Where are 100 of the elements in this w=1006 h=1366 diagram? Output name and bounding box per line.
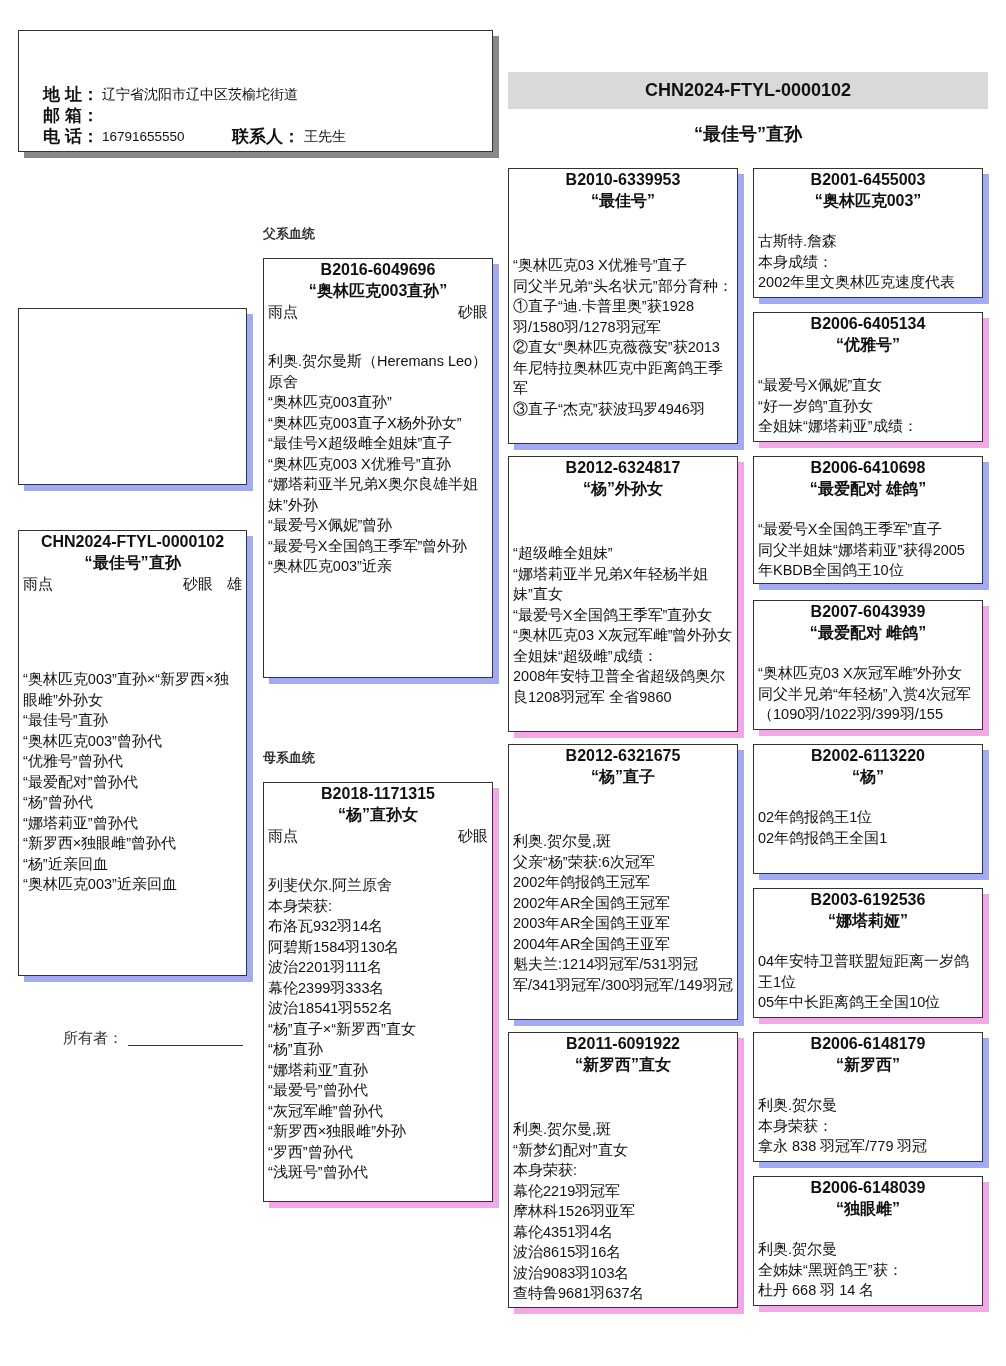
pedigree-note: “最爱配对”曾孙代 [23, 772, 139, 792]
ring-number-banner: CHN2024-FTYL-0000102 [508, 72, 988, 109]
pigeon-name: “娜塔莉娅” [827, 911, 909, 931]
pedigree-note: 利奥.贺尔曼,斑 [513, 832, 613, 851]
pedigree-note: “浅斑号”曾孙代 [268, 1163, 369, 1182]
trait-label: 雨点 [268, 302, 298, 322]
field-value: 辽宁省沈阳市辽中区茨榆坨街道 [102, 86, 298, 104]
pedigree-note: 本身成绩： [758, 252, 834, 272]
ring-number: B2018-1171315 [320, 784, 436, 804]
pigeon-name: “杨”外孙女 [582, 479, 664, 499]
pigeon-name: “最佳号” [590, 191, 656, 211]
pedigree-note: “最爱号X全国鸽王季军”直子 [758, 520, 944, 539]
ring-number: B2006-6148039 [809, 1178, 927, 1198]
pedigree-note: 2002年鸽报鸽王冠军 [513, 873, 652, 892]
pedigree-note: 全姊妹“黑斑鸽王”获： [758, 1260, 904, 1280]
trait-label: 雄 [227, 574, 242, 594]
pedigree-note: “杨”近亲回血 [23, 854, 109, 874]
pigeon-name: “最佳号”直孙 [693, 123, 804, 146]
pigeon-name: “独眼雌” [835, 1199, 901, 1219]
section-label: 父系血统 [263, 225, 315, 243]
pedigree-note: 杜丹 668 羽 14 名 [758, 1281, 876, 1300]
ring-number: B2010-6339953 [564, 170, 682, 190]
field-label: 联系人： [232, 127, 300, 147]
pedigree-note: “最爱号”曾孙代 [268, 1081, 369, 1100]
pedigree-note: 同父半姐妹“娜塔莉亚”获得2005年KBDB全国鸽王10位 [758, 540, 966, 580]
ring-number: B2002-6113220 [810, 746, 926, 766]
pedigree-note: 05年中长距离鸽王全国10位 [758, 993, 942, 1012]
pedigree-note: 02年鸽报鸽王全国1 [758, 828, 889, 848]
pedigree-note: 幕伦4351羽4名 [513, 1222, 615, 1242]
pedigree-note: “奥林匹克003直子X杨外孙女” [268, 413, 463, 433]
pedigree-note: 波治9083羽103名 [513, 1263, 631, 1283]
pigeon-name: “杨”直孙女 [337, 805, 419, 825]
pigeon-name: “奥林匹克003” [813, 191, 923, 211]
pedigree-note: 波治18541羽552名 [268, 999, 394, 1018]
pedigree-note: 利奥.贺尔曼 [758, 1096, 839, 1115]
trait-label: 砂眼 [458, 302, 488, 322]
pedigree-note: “娜塔莉亚”直孙 [268, 1060, 369, 1080]
pedigree-note: 2003年AR全国鸽王亚军 [513, 914, 672, 933]
pedigree-note: “灰冠军雌”曾孙代 [268, 1101, 384, 1121]
pedigree-note: “优雅号”曾孙代 [23, 752, 124, 771]
pedigree-note: 拿永 838 羽冠军/779 羽冠 [758, 1137, 929, 1156]
pedigree-note: ③直子“杰克”获波玛罗4946羽 [513, 399, 706, 419]
ring-number: B2007-6043939 [809, 602, 927, 622]
ring-number: B2012-6324817 [564, 458, 682, 478]
pedigree-note: 2004年AR全国鸽王亚军 [513, 934, 672, 954]
pigeon-name: “新罗西” [835, 1055, 901, 1075]
pedigree-note: “奥林匹克003”直孙×“新罗西×独眼雌”外孙女 [23, 670, 230, 710]
pedigree-note: “新罗西×独眼雌”曾孙代 [23, 834, 178, 853]
pedigree-note: 古斯特.詹森 [758, 232, 839, 251]
field-value: 王先生 [304, 128, 346, 146]
pedigree-note: 利奥.贺尔曼斯（Heremans Leo）原舍 [268, 352, 488, 392]
pedigree-note: 幕伦2399羽333名 [268, 978, 386, 998]
pedigree-note: “奥林匹克003”近亲回血 [23, 875, 178, 894]
pedigree-note: “奥林匹克003直孙” [268, 393, 393, 412]
pedigree-note: “超级雌全姐妹” [513, 544, 614, 563]
pigeon-name: “杨” [851, 767, 885, 787]
trait-label: 雨点 [23, 574, 53, 594]
pedigree-note: “最爱号X全国鸽王季军”曾外孙 [268, 536, 469, 556]
pedigree-note: 列斐伏尔.阿兰原舍 [268, 876, 394, 895]
ring-number: B2003-6192536 [809, 890, 927, 910]
ring-number: CHN2024-FTYL-0000102 [39, 532, 226, 552]
pigeon-name: “优雅号” [835, 335, 901, 355]
pedigree-note: ①直子“迪.卡普里奥”获1928羽/1580羽/1278羽冠军 [513, 297, 695, 337]
pedigree-note: 布洛瓦932羽14名 [268, 917, 385, 936]
pedigree-note: “杨”曾孙代 [23, 793, 94, 812]
field-label: 所有者： [63, 1029, 123, 1048]
pedigree-note: 利奥.贺尔曼,斑 [513, 1120, 613, 1139]
pedigree-note: “最爱号X佩妮”直女 [758, 376, 884, 395]
pedigree-note: “新梦幻配对”直女 [513, 1140, 629, 1160]
pigeon-name: “最爱配对 雄鸽” [808, 479, 928, 499]
pedigree-note: 02年鸽报鸽王1位 [758, 808, 874, 827]
pedigree-note: 2002年里文奥林匹克速度代表 [758, 273, 957, 292]
ring-number: B2006-6410698 [809, 458, 927, 478]
pedigree-note: ②直女“奥林匹克薇薇安”获2013年尼特拉奥林匹克中距离鸽王季军 [513, 338, 724, 398]
pedigree-note: 本身荣获: [513, 1161, 579, 1180]
pedigree-note: 同父半兄弟“年轻杨”入赏4次冠军（1090羽/1022羽/399羽/155 [758, 684, 972, 724]
pedigree-note: “最爱号X全国鸽王季军”直孙女 [513, 605, 714, 625]
pedigree-note: 阿碧斯1584羽130名 [268, 937, 401, 957]
pedigree-note: “好一岁鸽”直孙女 [758, 396, 874, 416]
pigeon-name: “最佳号”直孙 [83, 553, 182, 573]
pedigree-note: “奥林匹克03 X灰冠军雌”外孙女 [758, 664, 964, 683]
pedigree-note: 同父半兄弟“头名状元”部分育种： [513, 276, 733, 296]
section-label: 母系血统 [263, 749, 315, 767]
pedigree-note: “新罗西×独眼雌”外孙 [268, 1122, 408, 1141]
pedigree-note: 04年安特卫普联盟短距离一岁鸽王1位 [758, 952, 971, 992]
pedigree-note: “娜塔莉亚半兄弟X年轻杨半姐妹”直女 [513, 564, 709, 604]
pigeon-name: “杨”直子 [590, 767, 656, 787]
pedigree-note: “奥林匹克003”近亲 [268, 557, 393, 576]
pedigree-note: 全姐妹“娜塔莉亚”成绩： [758, 417, 919, 436]
ring-number: B2001-6455003 [809, 170, 927, 190]
trait-label: 雨点 [268, 826, 298, 846]
pedigree-note: 魁夫兰:1214羽冠军/531羽冠军/341羽冠军/300羽冠军/149羽冠 [513, 955, 733, 995]
pedigree-note: “娜塔莉亚”曾孙代 [23, 813, 139, 833]
pedigree-note: 本身荣获： [758, 1116, 834, 1136]
pedigree-note: “奥林匹克003”曾孙代 [23, 731, 163, 751]
pedigree-note: 父亲“杨”荣获:6次冠军 [513, 852, 656, 872]
pedigree-note: 全姐妹“超级雌”成绩： [513, 646, 659, 666]
pigeon-name: “最爱配对 雌鸽” [808, 623, 928, 643]
ring-number: B2016-6049696 [319, 260, 437, 280]
pedigree-note: “杨”直子×“新罗西”直女 [268, 1019, 417, 1039]
